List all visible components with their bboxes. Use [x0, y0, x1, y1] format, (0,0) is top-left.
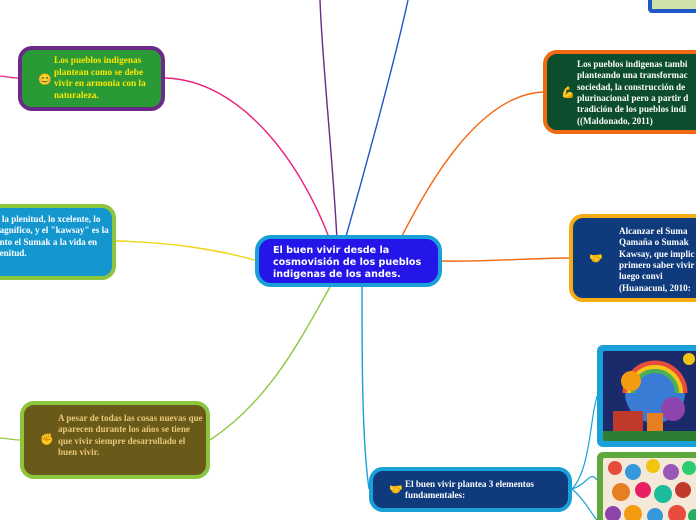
smiley-icon: 😊	[38, 74, 52, 86]
connector-green	[164, 77, 331, 241]
connector-olive-outer	[0, 437, 21, 441]
connector-olive	[209, 286, 331, 441]
cosmovision-illustration	[603, 351, 696, 441]
partial-topic-box-top-right[interactable]	[648, 0, 696, 13]
connector-top-purple	[319, 0, 338, 241]
connector-top-blue	[344, 0, 409, 241]
connector-cyan	[115, 240, 259, 262]
connector-image3	[571, 488, 598, 520]
central-topic-label: El buen vivir desde la cosmovisión de lo…	[273, 245, 422, 280]
connector-orange	[399, 91, 544, 241]
topic-plenitud[interactable]: es la plenitud, lo xcelente, lo magnífic…	[0, 204, 116, 280]
topic-suma-qamana[interactable]: 🤝 Alcanzar el Suma Qamaña o Sumak Kawsay…	[569, 214, 696, 302]
flexed-arm-icon: 💪	[561, 87, 575, 99]
topic-armonia-naturaleza[interactable]: 😊 Los pueblos indigenas plantean como se…	[18, 46, 165, 111]
topic-transformacion-sociedad-label: Los pueblos indigenas tambi planteando u…	[577, 59, 689, 126]
topic-transformacion-sociedad[interactable]: 💪 Los pueblos indigenas tambi planteando…	[543, 50, 696, 134]
connector-bottom	[361, 286, 370, 490]
topic-plenitud-label: es la plenitud, lo xcelente, lo magnífic…	[0, 214, 109, 259]
connector-green-outer	[0, 75, 19, 79]
fist-icon: ✊	[40, 434, 54, 446]
topic-suma-qamana-label: Alcanzar el Suma Qamaña o Sumak Kawsay, …	[619, 226, 696, 293]
topic-armonia-naturaleza-label: Los pueblos indigenas plantean como se d…	[54, 56, 146, 101]
central-topic[interactable]: El buen vivir desde la cosmovisión de lo…	[255, 235, 442, 287]
topic-tres-elementos-label: El buen vivir plantea 3 elementos fundam…	[405, 479, 534, 501]
image-topic-cosmovision[interactable]	[597, 345, 696, 447]
topic-buen-vivir-desarrollado[interactable]: ✊ A pesar de todas las cosas nuevas que …	[20, 401, 210, 479]
topic-buen-vivir-desarrollado-label: A pesar de todas las cosas nuevas que ap…	[58, 413, 203, 458]
image-topic-comunidad[interactable]	[597, 452, 696, 520]
connector-navy	[441, 257, 570, 262]
handshake-icon: 🤝	[389, 484, 403, 496]
connector-image1	[571, 395, 598, 490]
comunidad-illustration	[603, 458, 696, 520]
handshake-icon: 🤝	[589, 253, 603, 265]
connector-image2	[571, 475, 598, 490]
topic-tres-elementos[interactable]: 🤝 El buen vivir plantea 3 elementos fund…	[369, 467, 572, 512]
